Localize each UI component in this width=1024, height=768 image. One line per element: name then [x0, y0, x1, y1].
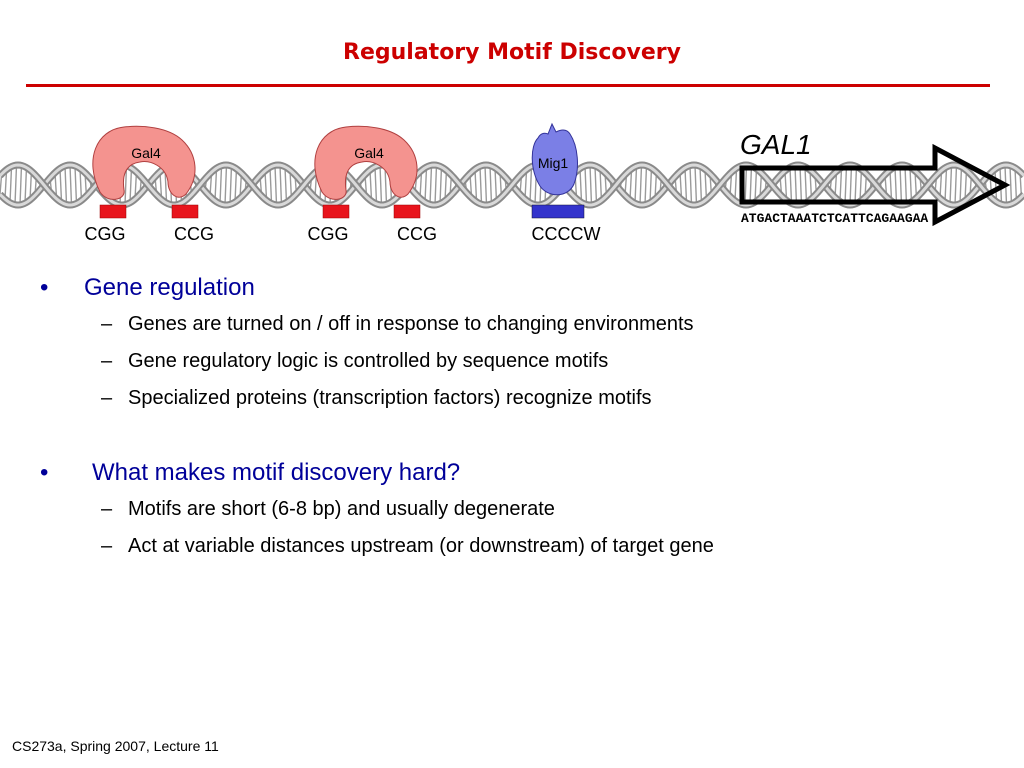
site-label-3: CGG — [307, 224, 348, 244]
site-label-5: CCCCW — [532, 224, 601, 244]
gene-sequence: ATGACTAAATCTCATTCAGAAGAA — [741, 211, 928, 226]
slide-title: Regulatory Motif Discovery — [343, 40, 681, 65]
site-label-1: CGG — [84, 224, 125, 244]
sub-bullet-text: Gene regulatory logic is controlled by s… — [128, 350, 609, 372]
sub-bullet-text: Motifs are short (6-8 bp) and usually de… — [128, 498, 555, 520]
sub-bullet: – Genes are turned on / off in response … — [40, 306, 1000, 343]
sub-bullet-text: Act at variable distances upstream (or d… — [128, 535, 714, 557]
site-label-4: CCG — [397, 224, 437, 244]
gene-label: GAL1 — [740, 129, 812, 160]
gal4-protein-2 — [314, 125, 418, 200]
gal4-protein-1 — [92, 125, 196, 200]
dash-icon: – — [101, 313, 113, 335]
dash-icon: – — [101, 535, 113, 557]
sub-bullet-text: Genes are turned on / off in response to… — [128, 313, 694, 335]
bullet-text: Gene regulation — [84, 274, 255, 301]
mig1-protein — [531, 122, 578, 196]
site-label-2: CCG — [174, 224, 214, 244]
binding-site-cgg-2 — [322, 204, 350, 219]
dash-icon: – — [101, 350, 113, 372]
sub-bullet: – Act at variable distances upstream (or… — [40, 528, 1000, 565]
bullet-gene-regulation: • Gene regulation — [40, 270, 1000, 306]
dash-icon: – — [101, 387, 113, 409]
binding-site-ccccw — [531, 204, 585, 219]
gene-arrow-icon — [739, 143, 1011, 227]
dna-diagram: GAL1 ATGACTAAATCTCATTCAGAAGAA Gal4 Gal4 … — [0, 122, 1024, 244]
binding-site-ccg-2 — [393, 204, 421, 219]
dash-icon: – — [101, 498, 113, 520]
sub-bullet: – Specialized proteins (transcription fa… — [40, 380, 1000, 417]
gal4-protein-2-label: Gal4 — [354, 145, 384, 161]
mig1-protein-label: Mig1 — [538, 155, 569, 171]
bullet-list: • Gene regulation – Genes are turned on … — [40, 270, 1000, 565]
sub-bullet-text: Specialized proteins (transcription fact… — [128, 387, 652, 409]
binding-site-cgg-1 — [99, 204, 127, 219]
slide-footer: CS273a, Spring 2007, Lecture 11 — [12, 738, 219, 754]
bullet-text: What makes motif discovery hard? — [92, 459, 461, 486]
title-divider — [26, 84, 990, 87]
sub-bullet: – Gene regulatory logic is controlled by… — [40, 343, 1000, 380]
bullet-motif-discovery-hard: • What makes motif discovery hard? — [40, 455, 1000, 491]
bullet-icon: • — [40, 274, 49, 301]
sub-bullet: – Motifs are short (6-8 bp) and usually … — [40, 491, 1000, 528]
binding-site-ccg-1 — [171, 204, 199, 219]
gal4-protein-1-label: Gal4 — [131, 145, 161, 161]
dna-helix — [0, 161, 1024, 209]
bullet-icon: • — [40, 459, 49, 486]
